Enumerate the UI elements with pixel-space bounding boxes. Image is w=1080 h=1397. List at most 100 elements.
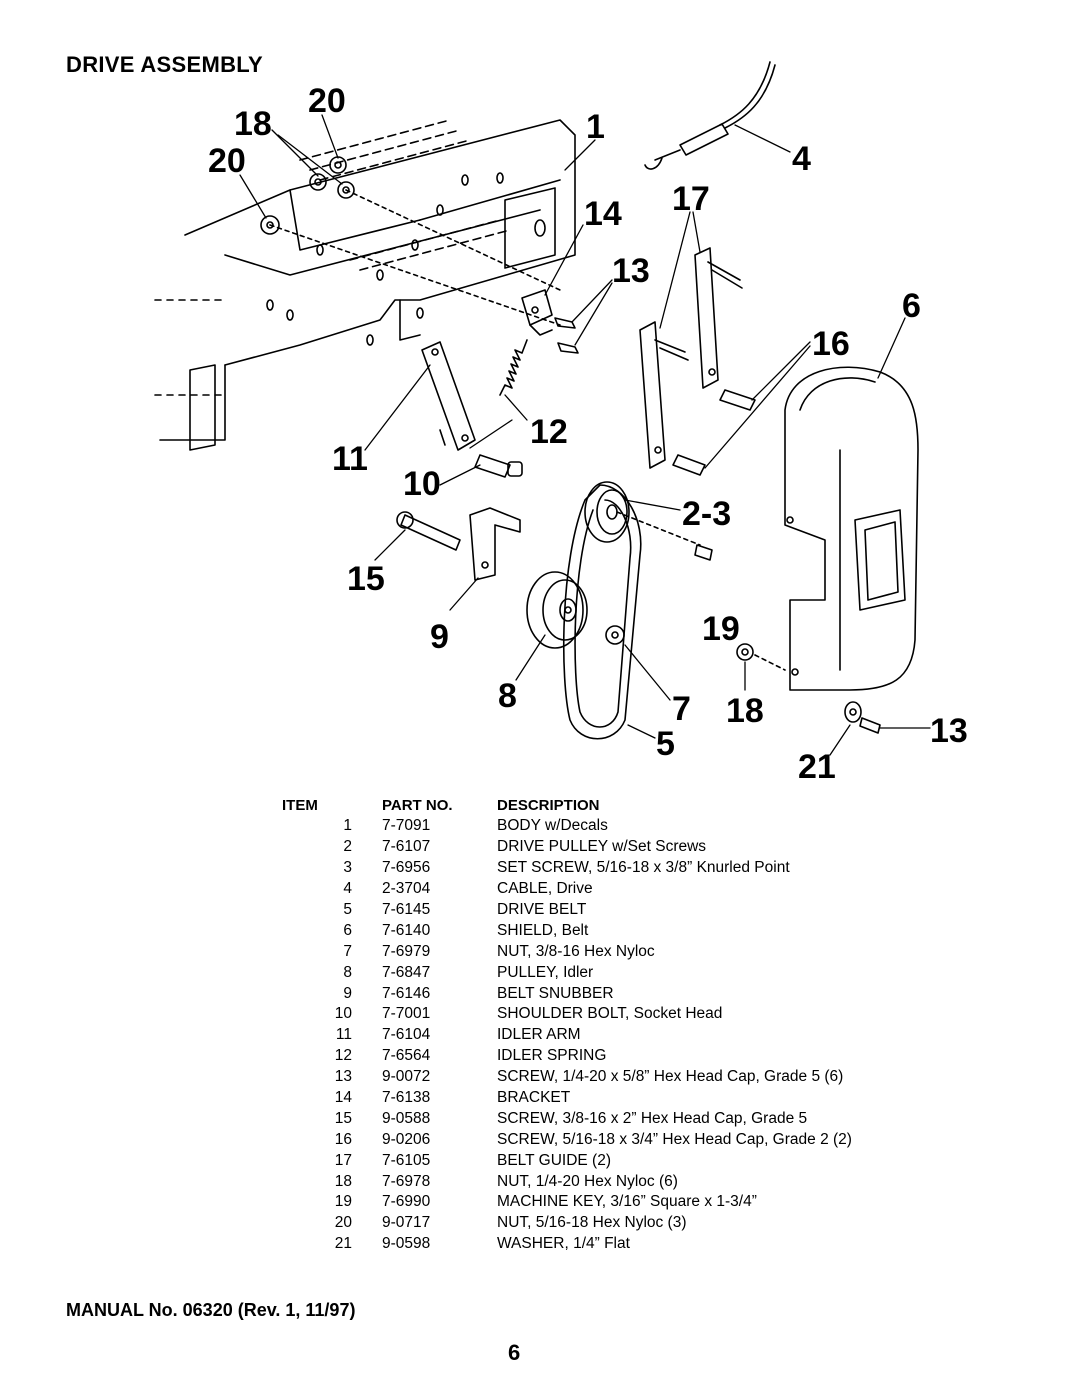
- header-part-no: PART NO.: [382, 797, 453, 814]
- part-number: 7-6146: [382, 984, 431, 1002]
- callout-9: 9: [430, 618, 449, 656]
- part-number: 9-0072: [382, 1068, 431, 1086]
- item-number: 4: [343, 880, 352, 898]
- item-number: 10: [334, 1005, 352, 1023]
- machine-key: [694, 544, 713, 561]
- belt-snubber: [469, 507, 521, 581]
- table-row: 9 7-6146 BELT SNUBBER: [282, 983, 977, 1004]
- item-number: 7: [343, 942, 352, 960]
- item-number: 20: [334, 1214, 352, 1232]
- belt-shield: [784, 366, 919, 691]
- manual-number: MANUAL No. 06320 (Rev. 1, 11/97): [66, 1300, 356, 1320]
- callout-13-lower: 13: [930, 712, 968, 750]
- nut-18-lower: [736, 643, 786, 671]
- belt-guides: [639, 247, 743, 469]
- item-number: 12: [334, 1047, 352, 1065]
- callout-21: 21: [798, 748, 836, 786]
- callout-15: 15: [347, 560, 385, 598]
- item-number: 2: [343, 838, 352, 856]
- part-description: BELT GUIDE (2): [497, 1151, 611, 1169]
- item-number: 21: [334, 1235, 352, 1253]
- part-description: CABLE, Drive: [497, 880, 593, 898]
- part-description: BELT SNUBBER: [497, 984, 614, 1002]
- screws-13: [554, 317, 579, 354]
- callout-20-top: 20: [308, 82, 346, 120]
- callout-10: 10: [403, 465, 441, 503]
- part-description: BODY w/Decals: [497, 817, 608, 835]
- callout-4: 4: [792, 140, 811, 178]
- part-number: 7-6847: [382, 963, 431, 981]
- part-description: NUT, 3/8-16 Hex Nyloc: [497, 942, 655, 960]
- callout-8: 8: [498, 677, 517, 715]
- callout-18-top: 18: [234, 105, 272, 143]
- part-number: 9-0717: [382, 1214, 431, 1232]
- table-row: 10 7-7001 SHOULDER BOLT, Socket Head: [282, 1004, 977, 1025]
- drive-assembly-diagram: 20 18 20 1 4 17 14 13 6 16 12 11 10 2-3 …: [154, 61, 968, 786]
- part-number: 9-0588: [382, 1109, 431, 1127]
- nut-7: [605, 625, 625, 645]
- callout-1: 1: [586, 108, 605, 146]
- page-title: DRIVE ASSEMBLY: [66, 52, 263, 77]
- part-number: 7-6140: [382, 921, 431, 939]
- drive-pulley: [584, 481, 701, 546]
- shoulder-bolt: [474, 454, 523, 478]
- table-row: 7 7-6979 NUT, 3/8-16 Hex Nyloc: [282, 941, 977, 962]
- part-number: 7-7091: [382, 817, 431, 835]
- part-number: 7-6564: [382, 1047, 431, 1065]
- washer-and-screw: [844, 701, 881, 734]
- part-description: IDLER SPRING: [497, 1047, 607, 1065]
- item-number: 6: [343, 921, 352, 939]
- part-description: SCREW, 5/16-18 x 3/4” Hex Head Cap, Grad…: [497, 1130, 852, 1148]
- item-number: 13: [334, 1068, 352, 1086]
- callout-13-top: 13: [612, 252, 650, 290]
- callout-17: 17: [672, 180, 710, 218]
- item-number: 9: [343, 984, 352, 1002]
- part-description: SHOULDER BOLT, Socket Head: [497, 1005, 723, 1023]
- part-description: NUT, 1/4-20 Hex Nyloc (6): [497, 1172, 678, 1190]
- idler-spring: [499, 339, 528, 396]
- part-description: MACHINE KEY, 3/16” Square x 1-3/4”: [497, 1193, 757, 1211]
- callout-16: 16: [812, 325, 850, 363]
- leader-lines: [239, 114, 931, 756]
- callout-18-lower: 18: [726, 692, 764, 730]
- part-number: 9-0598: [382, 1235, 431, 1253]
- item-number: 16: [334, 1130, 352, 1148]
- callout-7: 7: [672, 690, 691, 728]
- table-row: 1 7-7091 BODY w/Decals: [282, 816, 977, 837]
- bolt-15: [396, 511, 461, 551]
- part-number: 9-0206: [382, 1130, 431, 1148]
- item-number: 3: [343, 859, 352, 877]
- item-number: 11: [335, 1026, 352, 1044]
- part-number: 7-6978: [382, 1172, 431, 1190]
- idler-arm: [421, 341, 476, 451]
- bracket: [521, 289, 553, 336]
- part-number: 7-6138: [382, 1089, 431, 1107]
- part-description: BRACKET: [497, 1089, 571, 1107]
- table-row: 13 9-0072 SCREW, 1/4-20 x 5/8” Hex Head Ca…: [282, 1067, 977, 1088]
- part-number: 7-6145: [382, 901, 431, 918]
- part-description: SCREW, 1/4-20 x 5/8” Hex Head Cap, Grade…: [497, 1068, 844, 1086]
- table-row: 16 9-0206 SCREW, 5/16-18 x 3/4” Hex Head C…: [282, 1129, 977, 1150]
- idler-pulley: [526, 571, 588, 649]
- item-number: 17: [334, 1151, 352, 1169]
- drive-cable: [644, 61, 776, 170]
- item-number: 19: [334, 1193, 352, 1211]
- item-number: 1: [343, 817, 352, 835]
- part-description: DRIVE PULLEY w/Set Screws: [497, 838, 707, 856]
- callout-19: 19: [702, 610, 740, 648]
- header-description: DESCRIPTION: [497, 797, 600, 814]
- part-number: 7-7001: [382, 1005, 431, 1023]
- hex-nuts-top: [260, 156, 561, 326]
- part-description: SCREW, 3/8-16 x 2” Hex Head Cap, Grade 5: [497, 1109, 808, 1127]
- callout-2-3: 2-3: [682, 495, 731, 533]
- part-number: 7-6979: [382, 942, 431, 960]
